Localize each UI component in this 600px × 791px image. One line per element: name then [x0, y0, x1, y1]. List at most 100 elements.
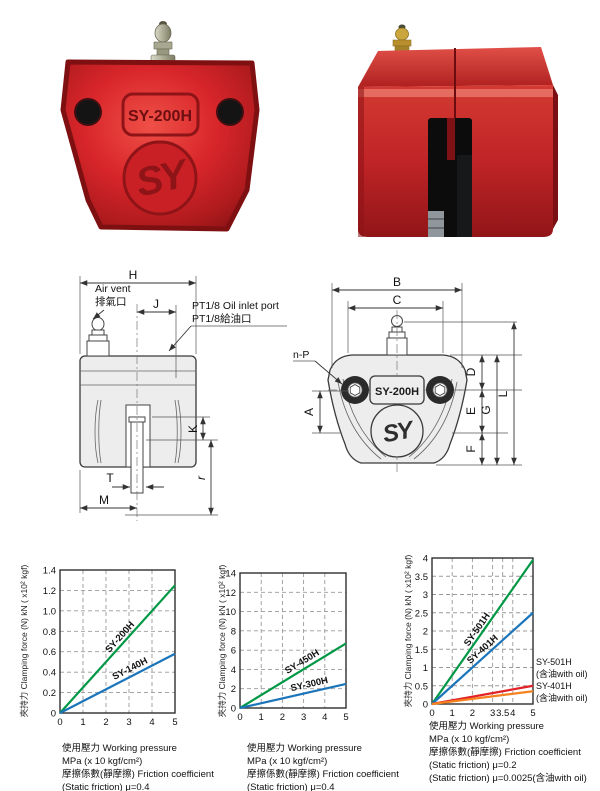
dim-G: G — [479, 405, 493, 414]
y-tick-label: 12 — [225, 588, 236, 599]
drawing-side-view: H Air vent 排氣口 J PT1/8 Oil inlet port PT… — [79, 268, 287, 521]
y-tick-label: 1.5 — [415, 645, 428, 656]
bolt-hole-left — [341, 376, 369, 404]
series-line-SY-200H — [59, 584, 176, 714]
air-vent-label-en: Air vent — [95, 283, 131, 295]
chart1-x-axis-label: 使用壓力 Working pressure MPa (x 10 kgf/cm²)… — [62, 743, 214, 791]
model-plate-label: SY-200H — [128, 108, 192, 125]
product-photo-front: SY-200H SY — [60, 21, 260, 232]
x-tick-label: 5 — [530, 708, 535, 719]
technical-drawings: H Air vent 排氣口 J PT1/8 Oil inlet port PT… — [79, 268, 522, 521]
y-tick-label: 4 — [231, 665, 236, 676]
y-tick-label: 14 — [225, 569, 236, 580]
series-line-SY-401H — [431, 611, 534, 705]
x-tick-label: 5 — [343, 712, 348, 723]
y-tick-label: 3.5 — [415, 572, 428, 583]
x-tick-label: 3.5 — [496, 708, 509, 719]
oil-port-label-zh: PT1/8給油口 — [192, 312, 252, 325]
dim-A: A — [302, 408, 316, 416]
air-vent-label-zh: 排氣口 — [95, 295, 127, 308]
model-plate — [121, 92, 200, 137]
dim-C: C — [393, 293, 402, 307]
chart3-x-axis-label: 使用壓力 Working pressure MPa (x 10 kgf/cm²)… — [429, 721, 587, 784]
y-tick-label: 0 — [423, 700, 428, 711]
y-tick-label: 10 — [225, 607, 236, 618]
x-tick-label: 3 — [126, 717, 131, 728]
series-line-SY-501H — [431, 559, 534, 705]
dim-J: J — [153, 297, 159, 311]
bolt-hole-right — [426, 376, 454, 404]
clamp-slot — [428, 118, 472, 237]
y-tick-label: 6 — [231, 646, 236, 657]
x-tick-label: 4 — [149, 717, 154, 728]
dim-nP: n-P — [293, 349, 309, 361]
x-tick-label: 2 — [280, 712, 285, 723]
plot-border — [239, 572, 347, 709]
dim-M: M — [99, 493, 109, 507]
chart2-x-axis-label: 使用壓力 Working pressure MPa (x 10 kgf/cm²)… — [247, 743, 399, 791]
dim-D: D — [464, 367, 478, 376]
x-tick-label: 1 — [259, 712, 264, 723]
logo-ring — [122, 140, 198, 216]
right-side-face — [553, 85, 558, 229]
grease-nipple-symbol — [86, 317, 110, 357]
x-tick-label: 4 — [322, 712, 327, 723]
mounting-hole-left — [74, 98, 102, 126]
dim-r: r — [194, 475, 208, 480]
y-tick-label: 0.5 — [415, 681, 428, 692]
drawing-front-view: SY-200H SY B C n-P A D — [293, 275, 522, 473]
x-tick-label: 3 — [490, 708, 495, 719]
y-tick-label: 0.2 — [43, 688, 56, 699]
chart3-legend: SY-501H (含油with oil) SY-401H (含油with oil… — [536, 657, 588, 703]
y-tick-label: 1.2 — [43, 586, 56, 597]
y-tick-label: 2 — [231, 684, 236, 695]
x-tick-label: 0 — [57, 717, 62, 728]
y-tick-label: 0.6 — [43, 647, 56, 658]
x-tick-label: 0 — [237, 712, 242, 723]
grease-nipple-side — [392, 24, 412, 53]
product-photo-side — [358, 24, 558, 237]
series-line-SY-450H — [239, 642, 347, 709]
series-line-SY-401H — [431, 690, 534, 706]
dim-B: B — [393, 275, 401, 289]
series-line-SY-300H — [239, 682, 347, 710]
dim-F: F — [464, 445, 478, 452]
series-line-SY-140H — [59, 652, 176, 714]
x-tick-label: 2 — [103, 717, 108, 728]
drawing-model-label: SY-200H — [375, 386, 419, 398]
y-tick-label: 0.4 — [43, 668, 56, 679]
y-tick-label: 8 — [231, 626, 236, 637]
x-tick-label: 3 — [301, 712, 306, 723]
oil-port-label-en: PT1/8 Oil inlet port — [192, 300, 279, 312]
dim-H: H — [129, 268, 138, 282]
y-tick-label: 4 — [423, 554, 428, 565]
dim-E: E — [464, 407, 478, 415]
series-label: SY-200H — [103, 619, 137, 655]
drawing-logo-ring — [370, 404, 424, 458]
y-tick-label: 3 — [423, 590, 428, 601]
y-tick-label: 0 — [51, 709, 56, 720]
dim-L: L — [496, 390, 510, 397]
y-tick-label: 1.0 — [43, 606, 56, 617]
dim-T: T — [106, 471, 114, 485]
y-tick-label: 0 — [231, 704, 236, 715]
x-tick-label: 0 — [429, 708, 434, 719]
x-tick-label: 5 — [172, 717, 177, 728]
x-tick-label: 2 — [470, 708, 475, 719]
x-tick-label: 4 — [510, 708, 515, 719]
y-tick-label: 1 — [423, 663, 428, 674]
x-tick-label: 1 — [450, 708, 455, 719]
left-edge-shade — [358, 87, 364, 237]
y-tick-label: 1.4 — [43, 566, 56, 577]
x-tick-label: 1 — [80, 717, 85, 728]
mounting-hole-right — [216, 98, 244, 126]
y-tick-label: 0.8 — [43, 627, 56, 638]
plot-border — [431, 557, 534, 705]
